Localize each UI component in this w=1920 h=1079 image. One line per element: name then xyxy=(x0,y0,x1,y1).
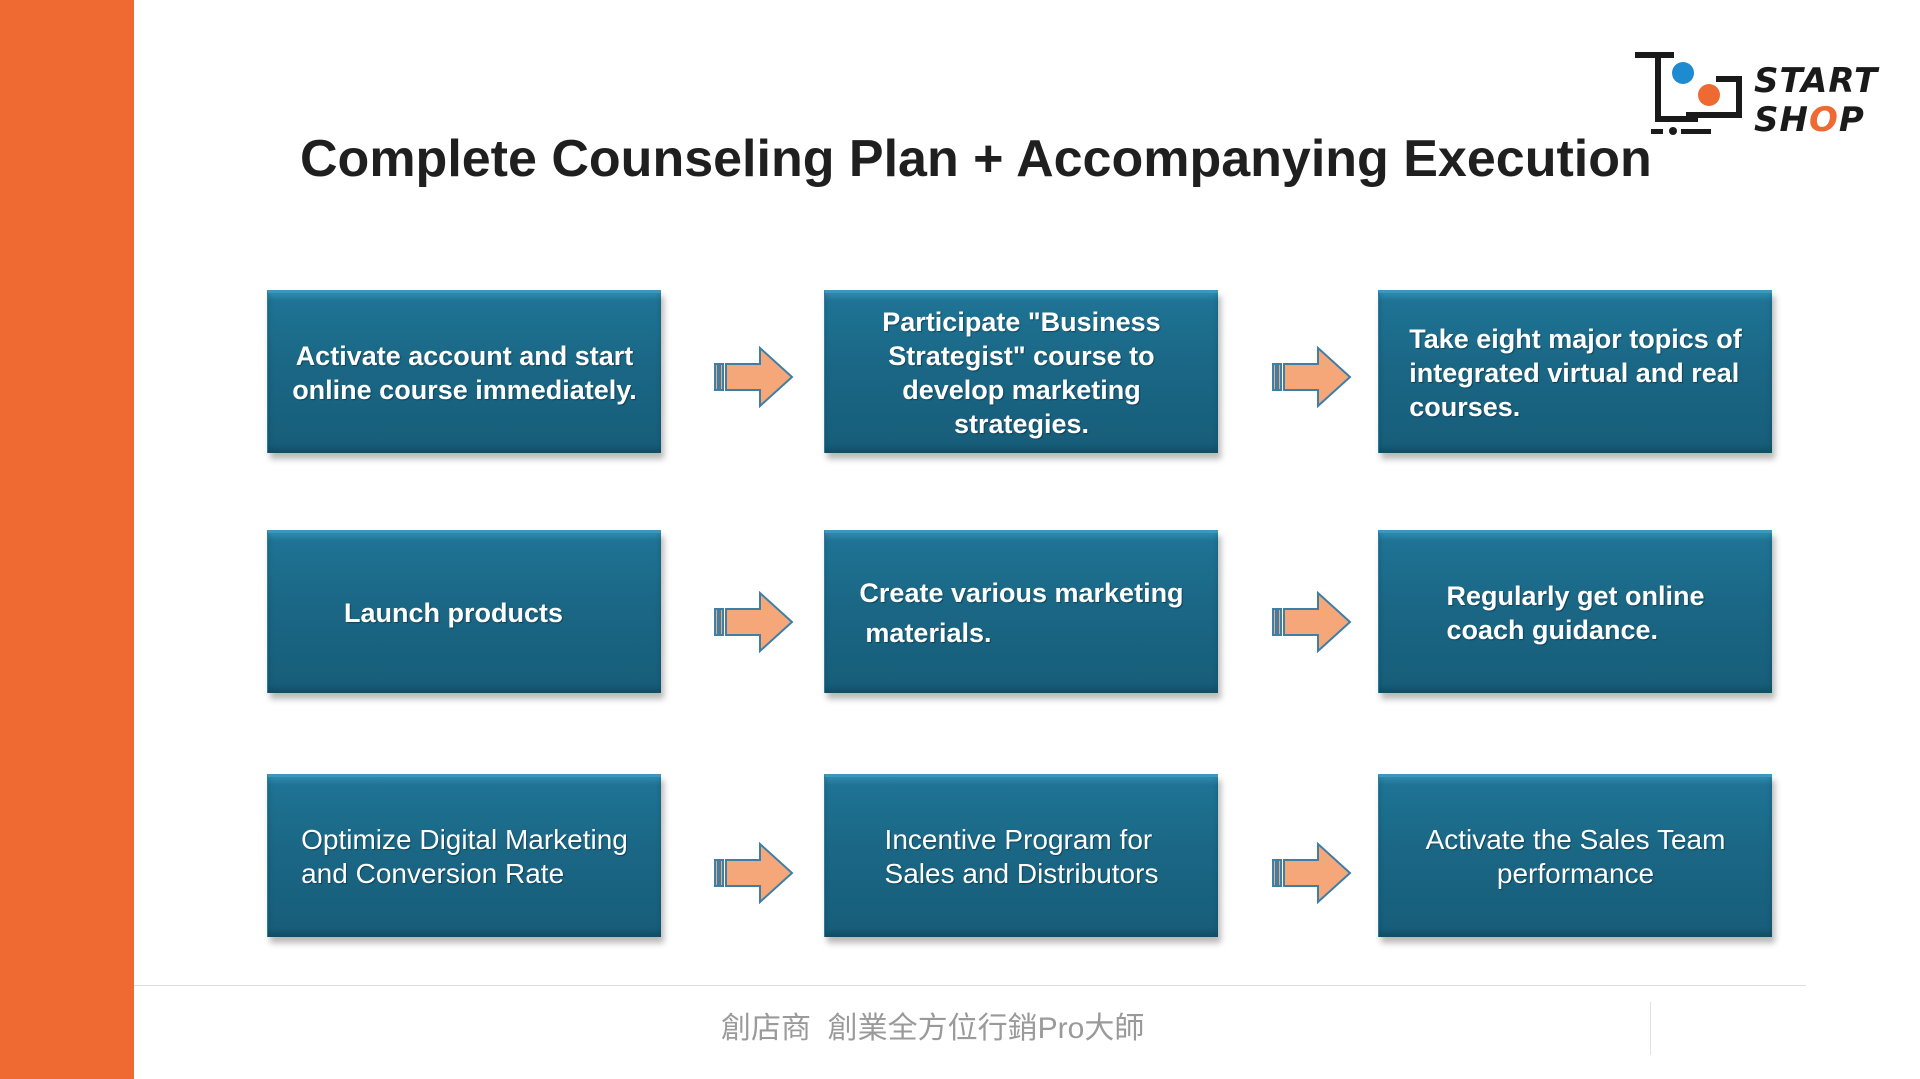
step-text: Activate the Sales Team performance xyxy=(1426,823,1726,891)
step-text: Optimize Digital Marketing and Conversio… xyxy=(301,823,628,891)
step-text: Activate account and start online course… xyxy=(292,339,637,407)
step-line: online course immediately. xyxy=(292,375,637,405)
step-text: Create various marketing materials. xyxy=(859,573,1183,653)
step-text: Participate "Business Strategist" course… xyxy=(882,305,1160,441)
footer-text: 創店商 創業全方位行銷Pro大師 xyxy=(721,1012,1145,1045)
arrow-right-icon xyxy=(1272,346,1352,408)
arrow-right-icon xyxy=(714,842,794,904)
orange-side-bar xyxy=(0,0,134,1079)
arrow-right-icon xyxy=(714,346,794,408)
step-line: performance xyxy=(1496,858,1655,889)
step-line: Take eight major topics of xyxy=(1409,324,1742,354)
step-box-incentive-program: Incentive Program for Sales and Distribu… xyxy=(824,774,1218,937)
footer-vertical-divider xyxy=(1650,1002,1651,1055)
step-box-coach-guidance: Regularly get online coach guidance. xyxy=(1378,530,1772,693)
logo-line-start: START xyxy=(1754,61,1879,101)
logo-shop-p: P xyxy=(1838,100,1865,140)
step-line: Optimize Digital Marketing xyxy=(301,824,628,855)
step-line: Activate account and start xyxy=(295,341,634,371)
step-text: Launch products xyxy=(344,596,563,630)
logo-wordmark: START SHOP xyxy=(1754,62,1878,140)
step-box-launch-products: Launch products xyxy=(267,530,661,693)
step-text: Incentive Program for Sales and Distribu… xyxy=(885,823,1159,891)
shopping-cart-icon xyxy=(1635,52,1742,135)
step-box-business-strategist: Participate "Business Strategist" course… xyxy=(824,290,1218,453)
step-line: and Conversion Rate xyxy=(301,858,565,889)
step-line: coach guidance. xyxy=(1446,615,1659,645)
arrow-right-icon xyxy=(1272,842,1352,904)
step-line: Sales and Distributors xyxy=(884,858,1159,889)
step-line: Create various marketing xyxy=(859,578,1184,608)
step-line: Regularly get online xyxy=(1446,581,1705,611)
step-line: Incentive Program for xyxy=(884,824,1153,855)
step-line: integrated virtual and real xyxy=(1409,358,1740,388)
step-text: Regularly get online coach guidance. xyxy=(1446,579,1704,647)
logo-line-shop: SHOP xyxy=(1754,101,1878,140)
step-line: courses. xyxy=(1409,392,1521,422)
logo-shop-o: O xyxy=(1808,100,1839,140)
step-line: strategies. xyxy=(953,409,1090,439)
page-title: Complete Counseling Plan + Accompanying … xyxy=(300,130,1652,188)
step-line: Activate the Sales Team xyxy=(1425,824,1726,855)
step-line: Strategist" course to xyxy=(888,341,1155,371)
step-text: Take eight major topics of integrated vi… xyxy=(1409,322,1742,424)
step-line: Participate "Business xyxy=(882,307,1161,337)
step-box-marketing-materials: Create various marketing materials. xyxy=(824,530,1218,693)
logo-shop-sh: SH xyxy=(1754,100,1809,140)
step-box-activate-account: Activate account and start online course… xyxy=(267,290,661,453)
arrow-right-icon xyxy=(714,591,794,653)
step-line: develop marketing xyxy=(902,375,1141,405)
step-box-eight-topics: Take eight major topics of integrated vi… xyxy=(1378,290,1772,453)
footer-divider-line xyxy=(134,985,1806,986)
step-line: Launch products xyxy=(343,598,563,628)
step-box-sales-team: Activate the Sales Team performance xyxy=(1378,774,1772,937)
arrow-right-icon xyxy=(1272,591,1352,653)
step-line: materials. xyxy=(865,618,992,648)
step-box-optimize-marketing: Optimize Digital Marketing and Conversio… xyxy=(267,774,661,937)
